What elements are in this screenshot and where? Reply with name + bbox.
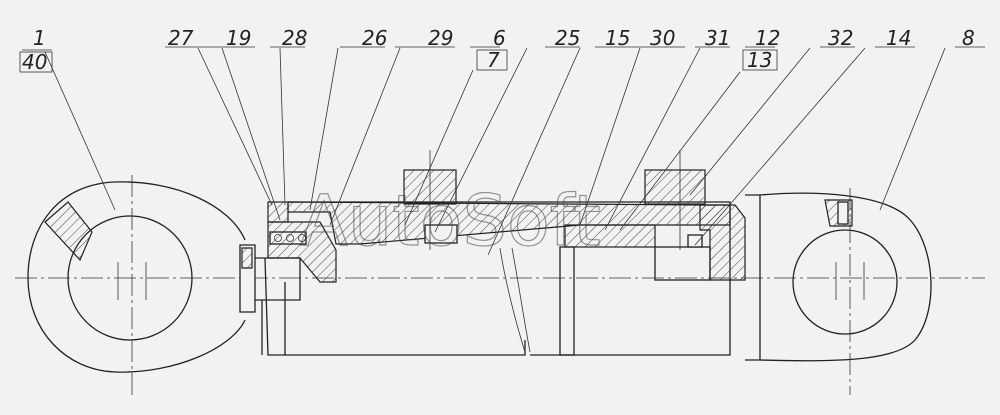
part-labels: 1 40 27 19 28 26 29 6 7 25 15 30 31 12 1… (22, 26, 975, 74)
watermark-text: AutoSoft (300, 180, 601, 262)
label-6: 6 (493, 26, 506, 50)
piston-rod (261, 247, 531, 356)
label-31: 31 (705, 26, 730, 50)
label-14: 14 (886, 26, 911, 50)
label-40: 40 (22, 50, 47, 74)
cylinder-tube (287, 150, 746, 356)
label-25: 25 (555, 26, 580, 50)
label-28: 28 (282, 26, 307, 50)
label-1: 1 (33, 26, 46, 50)
label-29: 29 (428, 26, 453, 50)
label-19: 19 (226, 26, 251, 50)
label-26: 26 (362, 26, 387, 50)
label-7: 7 (487, 48, 500, 72)
rod-eye-left (27, 175, 246, 395)
label-30: 30 (650, 26, 675, 50)
label-32: 32 (828, 26, 853, 50)
clevis-eye-right (745, 188, 932, 395)
label-13: 13 (747, 48, 772, 72)
label-15: 15 (605, 26, 630, 50)
leader-lines (19, 46, 985, 256)
label-8: 8 (962, 26, 975, 50)
label-12: 12 (755, 26, 780, 50)
label-27: 27 (168, 26, 194, 50)
gland-head (239, 201, 337, 313)
